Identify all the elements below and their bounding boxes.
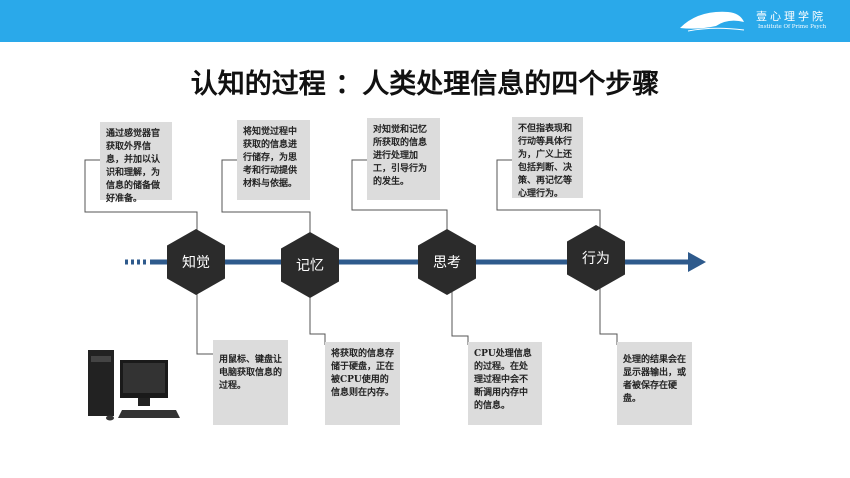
step-1-analogy: 用鼠标、键盘让电脑获取信息的过程。: [213, 340, 288, 425]
logo: 壹心理学院 Institute Of Prime Psych: [678, 6, 838, 36]
arrow-head-icon: [688, 252, 706, 272]
computer-icon: [88, 350, 180, 421]
step-3-description: 对知觉和记忆所获取的信息进行处理加工，引导行为的发生。: [367, 118, 440, 200]
step-1-description: 通过感觉器官获取外界信息，并加以认识和理解，为信息的储备做好准备。: [100, 122, 172, 204]
logo-text: 壹心理学院: [756, 10, 826, 23]
step-3-analogy: CPU处理信息的过程。在处理过程中会不断调用内存中的信息。: [468, 342, 542, 425]
logo-subtext: Institute Of Prime Psych: [758, 24, 827, 30]
step-4-description: 不但指表现和行动等具体行为，广义上还包括判断、决策、再记忆等心理行为。: [512, 117, 583, 199]
dolphin-logo-icon: [680, 11, 745, 32]
step-2-analogy: 将获取的信息存储于硬盘，正在被CPU使用的信息则在内存。: [325, 342, 400, 425]
step-1-hexagon: 知觉: [167, 229, 225, 295]
step-2-description: 将知觉过程中获取的信息进行储存，为思考和行动提供材料与依据。: [237, 120, 310, 200]
step-4-hexagon: 行为: [567, 225, 625, 291]
header-bar: 壹心理学院 Institute Of Prime Psych: [0, 0, 850, 42]
page-title: 认知的过程 ：人类处理信息的四个步骤: [190, 69, 660, 100]
step-4-analogy: 处理的结果会在显示器输出，或者被保存在硬盘。: [617, 342, 692, 425]
